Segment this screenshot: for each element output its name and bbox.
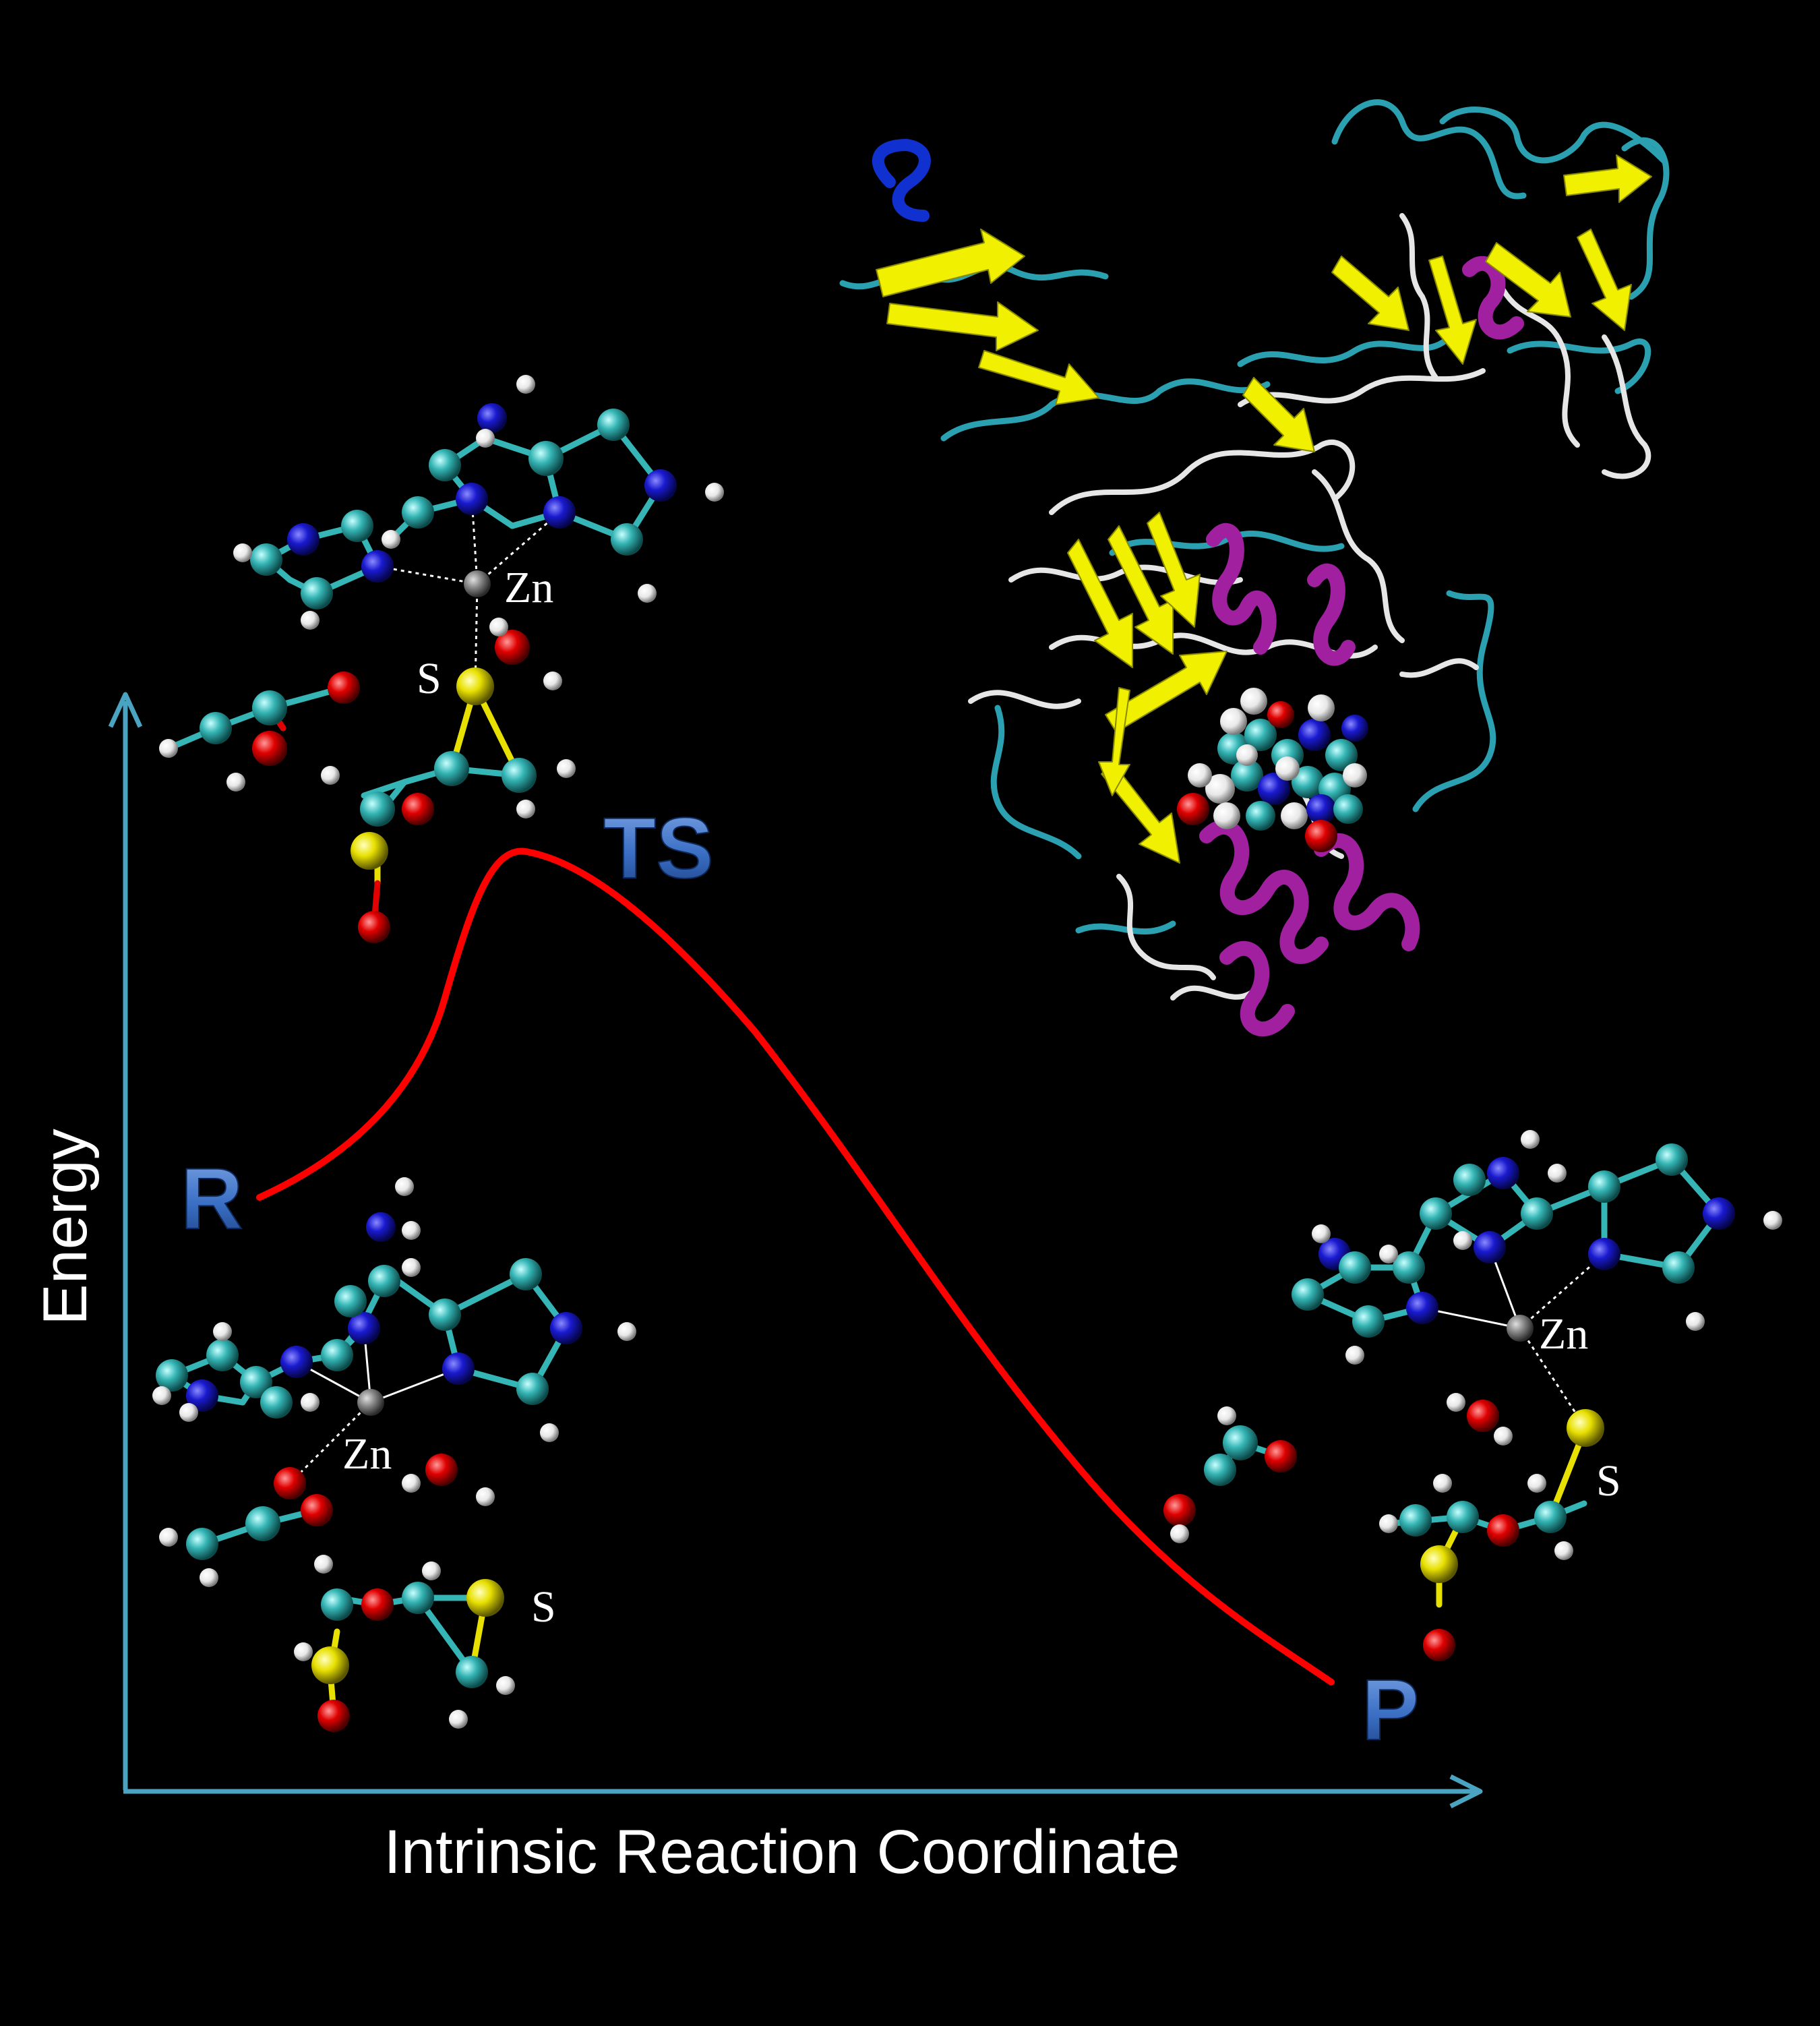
x-axis-label: Intrinsic Reaction Coordinate (384, 1818, 1180, 1886)
protein-sheets (876, 154, 1652, 864)
ts-zinc-label: Zn (504, 563, 553, 612)
product-molecule: Zn S (1163, 1130, 1782, 1661)
product-sulfur-label: S (1596, 1456, 1621, 1506)
active-site-ligand (1177, 688, 1368, 852)
transition-state-label: TS (603, 800, 714, 897)
ts-sulfur-label: S (417, 654, 442, 703)
transition-state-molecule: Zn S (159, 375, 724, 943)
protein-coils (968, 213, 1651, 1001)
reactant-label: R (181, 1151, 243, 1247)
protein-ribbon-structure (839, 99, 1670, 1037)
product-zinc-label: Zn (1539, 1309, 1588, 1359)
reactant-molecule: Zn S (152, 1177, 636, 1732)
reactant-sulfur-label: S (531, 1582, 556, 1632)
protein-turns (839, 99, 1670, 935)
protein-helices (1199, 256, 1524, 1037)
protein-310-helix (872, 139, 931, 222)
y-axis-label: Energy (31, 1129, 100, 1325)
x-axis (123, 1774, 1483, 1809)
energy-profile-curve (256, 847, 1335, 1686)
y-axis (108, 692, 143, 1790)
reactant-zinc-label: Zn (342, 1429, 392, 1479)
product-label: P (1362, 1662, 1419, 1758)
